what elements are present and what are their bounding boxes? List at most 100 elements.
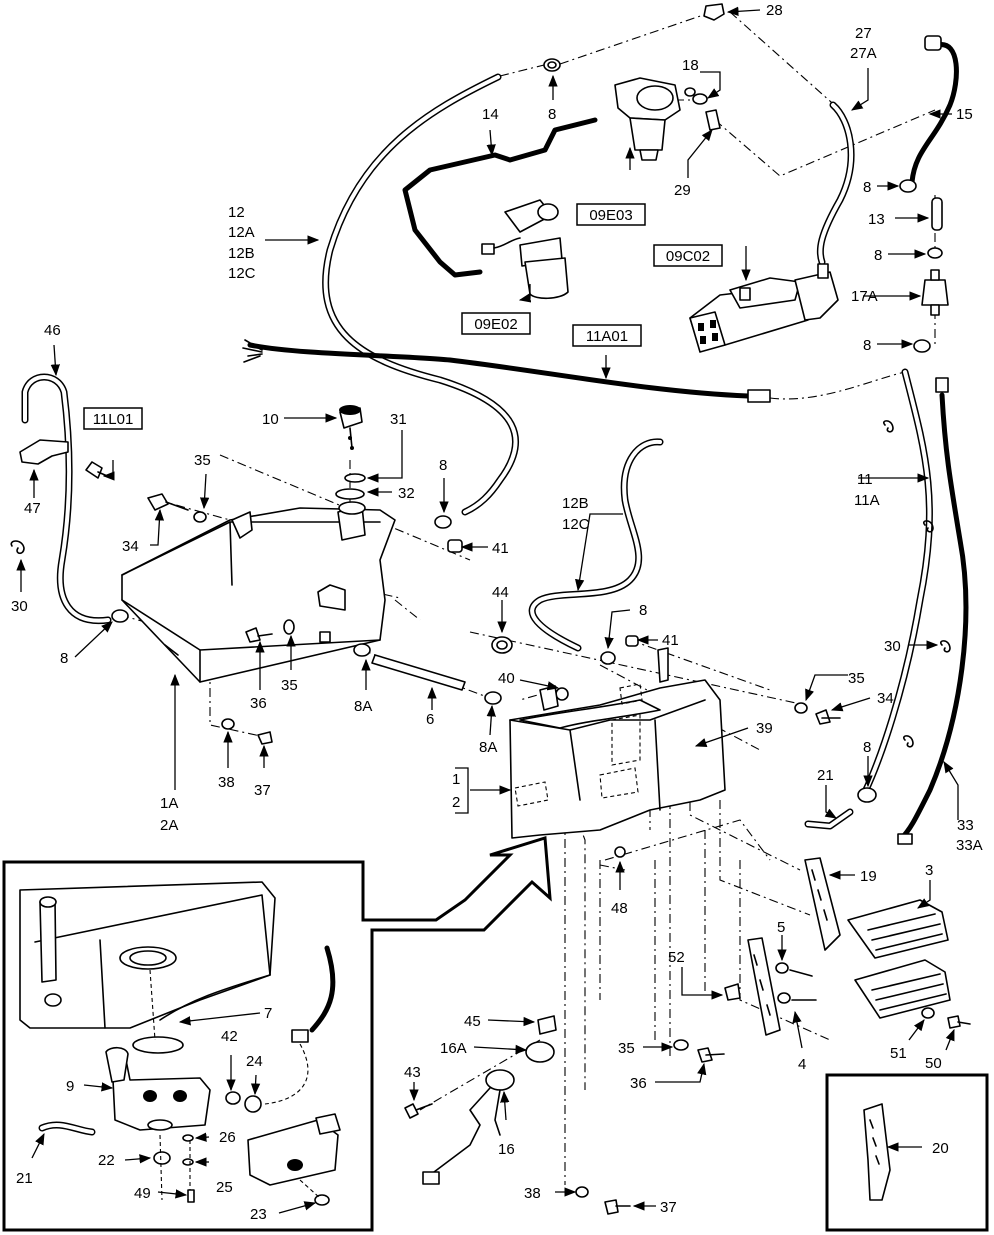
inline-fuel-filter-17A — [921, 269, 949, 316]
callout-30-a: 30 — [11, 598, 28, 615]
callout-26: 26 — [219, 1129, 236, 1146]
callout-8-b: 8 — [863, 179, 871, 196]
callout-14: 14 — [482, 106, 499, 123]
callout-50: 50 — [925, 1055, 942, 1072]
callout-12B-b: 12B — [562, 495, 589, 512]
callout-41-a: 41 — [492, 540, 509, 557]
hose-27-return — [816, 101, 855, 266]
fuel-sender-16 — [422, 1041, 555, 1185]
callout-32: 32 — [398, 485, 415, 502]
hose-clamp-8-top — [543, 58, 561, 72]
callout-12C-b: 12C — [562, 516, 590, 533]
ref-box-09C02: 09C02 — [653, 244, 723, 267]
hose-12-return-line — [322, 73, 519, 516]
ref-box-09E03: 09E03 — [576, 203, 646, 226]
hose-11-fuel-line — [861, 368, 933, 796]
fitting-29 — [705, 109, 721, 131]
callout-labels: 28 27 27A 18 15 14 8 29 12 12A 12B 12C 8… — [11, 2, 983, 1223]
ref-label-09E03: 09E03 — [589, 207, 632, 224]
callout-8-e: 8 — [439, 457, 447, 474]
callout-1: 1 — [452, 771, 460, 788]
step-3 — [847, 899, 949, 959]
callout-8-d: 8 — [863, 337, 871, 354]
leader-lines — [16, 6, 959, 1214]
callout-33A: 33A — [956, 837, 983, 854]
callout-10: 10 — [262, 411, 279, 428]
callout-48: 48 — [611, 900, 628, 917]
fuel-cap-10 — [339, 405, 363, 450]
step-lower — [854, 959, 951, 1019]
callout-40: 40 — [498, 670, 515, 687]
ref-box-11A01: 11A01 — [572, 324, 642, 347]
fuel-filter-09E03 — [614, 77, 696, 161]
callout-45: 45 — [464, 1013, 481, 1030]
callout-8-a: 8 — [548, 106, 556, 123]
callout-41-b: 41 — [662, 632, 679, 649]
callout-20: 20 — [932, 1140, 949, 1157]
callout-22: 22 — [98, 1152, 115, 1169]
callout-17A: 17A — [851, 288, 878, 305]
callout-43: 43 — [404, 1064, 421, 1081]
callout-3: 3 — [925, 862, 933, 879]
callout-42: 42 — [221, 1028, 238, 1045]
callout-23: 23 — [250, 1206, 267, 1223]
callout-35-a: 35 — [194, 452, 211, 469]
callout-19: 19 — [860, 868, 877, 885]
ref-label-11A01: 11A01 — [586, 328, 628, 345]
callout-27: 27 — [855, 25, 872, 42]
callout-51: 51 — [890, 1045, 907, 1062]
hose-14-filter-line — [402, 117, 598, 278]
callout-29: 29 — [674, 182, 691, 199]
callout-34-b: 34 — [877, 690, 894, 707]
callout-35-b: 35 — [281, 677, 298, 694]
callout-24: 24 — [246, 1053, 263, 1070]
hose-clamps-right — [899, 179, 943, 353]
callout-8-f: 8 — [639, 602, 647, 619]
callout-44: 44 — [492, 584, 509, 601]
fuel-hose-21-right — [804, 787, 877, 830]
ref-label-09E02: 09E02 — [474, 316, 517, 333]
callout-9: 9 — [66, 1078, 74, 1095]
clip-30-right-group — [883, 420, 951, 748]
callout-12A: 12A — [228, 224, 255, 241]
callout-15: 15 — [956, 106, 973, 123]
callout-34-a: 34 — [122, 538, 139, 555]
injection-pump-09C02 — [689, 263, 839, 353]
bracket-1-2 — [455, 767, 469, 814]
callout-8A-a: 8A — [354, 698, 372, 715]
bracket-45 — [537, 1015, 557, 1035]
grommet-44 — [491, 636, 513, 654]
callout-39: 39 — [756, 720, 773, 737]
step-hardware — [724, 962, 971, 1029]
callout-35-d: 35 — [618, 1040, 635, 1057]
callout-5: 5 — [777, 919, 785, 936]
callout-38-a: 38 — [218, 774, 235, 791]
callout-6: 6 — [426, 711, 434, 728]
callout-46: 46 — [44, 322, 61, 339]
ref-box-09E02: 09E02 — [461, 312, 531, 335]
hose-46 — [21, 373, 112, 625]
callout-47: 47 — [24, 500, 41, 517]
callout-2A: 2A — [160, 817, 178, 834]
hose-13-pipe — [931, 197, 943, 231]
lower-hardware — [575, 1039, 725, 1215]
callout-28: 28 — [766, 2, 783, 19]
callout-21-a: 21 — [817, 767, 834, 784]
ref-label-11L01: 11L01 — [93, 411, 134, 428]
callout-12: 12 — [228, 204, 245, 221]
hose-15-supply — [909, 35, 959, 185]
callout-36-a: 36 — [250, 695, 267, 712]
callout-8-g: 8 — [60, 650, 68, 667]
tee-fitting-28 — [703, 3, 725, 21]
callout-7: 7 — [264, 1005, 272, 1022]
pipe-6 — [371, 654, 466, 691]
callout-12C: 12C — [228, 265, 256, 282]
callout-18: 18 — [682, 57, 699, 74]
callout-2: 2 — [452, 794, 460, 811]
callout-37-b: 37 — [660, 1199, 677, 1216]
callout-38-b: 38 — [524, 1185, 541, 1202]
callout-25: 25 — [216, 1179, 233, 1196]
callout-16: 16 — [498, 1141, 515, 1158]
callout-13: 13 — [868, 211, 885, 228]
